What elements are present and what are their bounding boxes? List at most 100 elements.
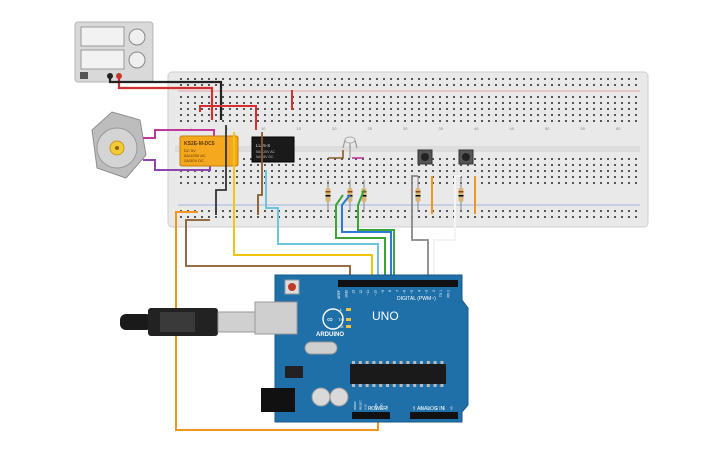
digital-pin-label: GND bbox=[344, 289, 348, 297]
crystal bbox=[304, 341, 338, 355]
breadboard-col-number: 30 bbox=[403, 126, 408, 131]
usb-cable bbox=[120, 308, 259, 336]
breadboard-col-number: 1 bbox=[190, 126, 193, 131]
digital-label: DIGITAL (PWM~) bbox=[397, 296, 436, 302]
led-label-l: L bbox=[340, 307, 343, 312]
digital-pin-label: TX 1 bbox=[439, 290, 443, 297]
relay-black-spec-1: 5A/120V AC bbox=[256, 150, 276, 154]
wire-orange-5v bbox=[175, 211, 379, 431]
wire-white-button bbox=[433, 175, 461, 280]
digital-pin-label: 13 bbox=[352, 290, 356, 294]
arduino-uno[interactable]: ∞ ARDUINO UNO DIGITAL (PWM~) ANALOG IN P… bbox=[254, 274, 469, 423]
digital-pin-label: ~11 bbox=[366, 290, 370, 296]
resistor-led-1 bbox=[325, 180, 331, 212]
breadboard-col-number: 15 bbox=[297, 126, 302, 131]
voltage-knob[interactable] bbox=[128, 28, 146, 46]
push-button-2[interactable] bbox=[458, 149, 474, 165]
relay-yellow-spec-2: 5A/125V AC bbox=[184, 153, 206, 158]
voltage-regulator bbox=[285, 366, 303, 378]
header-digital[interactable] bbox=[338, 280, 458, 287]
dc-motor[interactable] bbox=[91, 111, 147, 179]
digital-pin-label: ~3 bbox=[425, 290, 429, 294]
breadboard-col-number: 5 bbox=[226, 126, 229, 131]
wire-green bbox=[335, 194, 386, 280]
resistors bbox=[325, 176, 464, 212]
digital-pin-label: ~6 bbox=[403, 290, 407, 294]
power-pin-label: Vin bbox=[385, 405, 389, 410]
analog-pin-label: A0 bbox=[412, 406, 416, 410]
power-pin-label: GND bbox=[374, 403, 378, 411]
analog-pin-label: A3 bbox=[435, 406, 439, 410]
led-label-rx: RX bbox=[338, 324, 344, 329]
capacitor-2 bbox=[329, 387, 349, 407]
resistor-button-2 bbox=[458, 176, 464, 212]
power-pin-label: GND bbox=[380, 403, 384, 411]
wire-blue bbox=[341, 194, 392, 280]
breadboard-col-number: 45 bbox=[510, 126, 515, 131]
dc-jack bbox=[261, 388, 295, 412]
relay-black[interactable]: LU-5-S 5A/120V AC 5A/28V DC bbox=[251, 136, 295, 163]
header-analog[interactable] bbox=[410, 412, 458, 419]
wire-black-relay bbox=[215, 125, 227, 215]
arduino-brand: ARDUINO bbox=[316, 332, 344, 338]
digital-pin-label: RX 0 bbox=[447, 290, 451, 298]
breadboard-col-number: 60 bbox=[616, 126, 621, 131]
arduino-logo-icon bbox=[322, 308, 344, 330]
relay-black-spec-2: 5A/28V DC bbox=[256, 155, 274, 159]
relay-yellow-spec-1: DC 5V bbox=[184, 148, 196, 153]
digital-pin-label: 7 bbox=[395, 290, 399, 292]
capacitor-1 bbox=[311, 387, 331, 407]
digital-pin-label: ~9 bbox=[381, 290, 385, 294]
breadboard-col-number: 50 bbox=[545, 126, 550, 131]
header-power[interactable] bbox=[352, 412, 390, 419]
power-supply-display-voltage bbox=[80, 26, 125, 47]
microcontroller-chip bbox=[350, 364, 446, 384]
rgb-led[interactable] bbox=[342, 136, 358, 158]
usb-port bbox=[254, 301, 298, 335]
digital-pin-label: AREF bbox=[337, 290, 341, 299]
wire-gray-button bbox=[411, 175, 429, 280]
power-label: POWER bbox=[368, 406, 387, 412]
breadboard-holes bbox=[180, 78, 637, 218]
relay-yellow-spec-3: 2A/30V DC bbox=[184, 158, 204, 163]
resistor-button-1 bbox=[415, 176, 421, 212]
breadboard-col-number: 10 bbox=[261, 126, 266, 131]
push-button-1[interactable] bbox=[417, 149, 433, 165]
arduino-model: UNO bbox=[372, 309, 399, 323]
analog-pin-label: A5 bbox=[450, 406, 454, 410]
relay-yellow-model: KS2E-M-DC5 bbox=[184, 141, 215, 147]
analog-pin-label: A4 bbox=[442, 406, 446, 410]
wire-motor-magenta bbox=[143, 129, 215, 142]
wire-supply-negative bbox=[108, 76, 223, 120]
digital-pin-label: 2 bbox=[432, 290, 436, 292]
breadboard-col-number: 40 bbox=[474, 126, 479, 131]
breadboard-col-number: 25 bbox=[368, 126, 373, 131]
analog-pin-label: A1 bbox=[420, 406, 424, 410]
wire-led-brown bbox=[328, 150, 344, 159]
power-pin-label: 5V bbox=[369, 406, 373, 410]
wire-green-2 bbox=[357, 189, 395, 280]
current-knob[interactable] bbox=[128, 51, 146, 69]
wire-brown-gnd bbox=[185, 219, 351, 280]
svg-text:∞: ∞ bbox=[327, 315, 333, 324]
supply-wires bbox=[108, 76, 293, 130]
breadboard-col-number: 20 bbox=[332, 126, 337, 131]
signal-wires bbox=[175, 125, 461, 431]
digital-pin-label: 4 bbox=[417, 290, 421, 292]
relay-yellow[interactable]: KS2E-M-DC5 DC 5V 5A/125V AC 2A/30V DC bbox=[179, 135, 239, 167]
digital-pin-label: ~5 bbox=[410, 290, 414, 294]
wire-rail-red bbox=[199, 105, 257, 130]
wire-yellow bbox=[233, 132, 373, 280]
power-supply-display-current bbox=[80, 49, 125, 70]
wire-cyan bbox=[265, 170, 379, 280]
digital-pin-label: 12 bbox=[359, 290, 363, 294]
power-supply-terminal-gnd[interactable] bbox=[80, 72, 88, 79]
breadboard-col-number: 35 bbox=[439, 126, 444, 131]
power-pin-label: 3.3V bbox=[364, 404, 368, 410]
power-pin-label: RESET bbox=[358, 400, 362, 410]
power-supply[interactable] bbox=[74, 21, 154, 83]
digital-pin-label: 8 bbox=[388, 290, 392, 292]
breadboard-col-number: 55 bbox=[581, 126, 586, 131]
